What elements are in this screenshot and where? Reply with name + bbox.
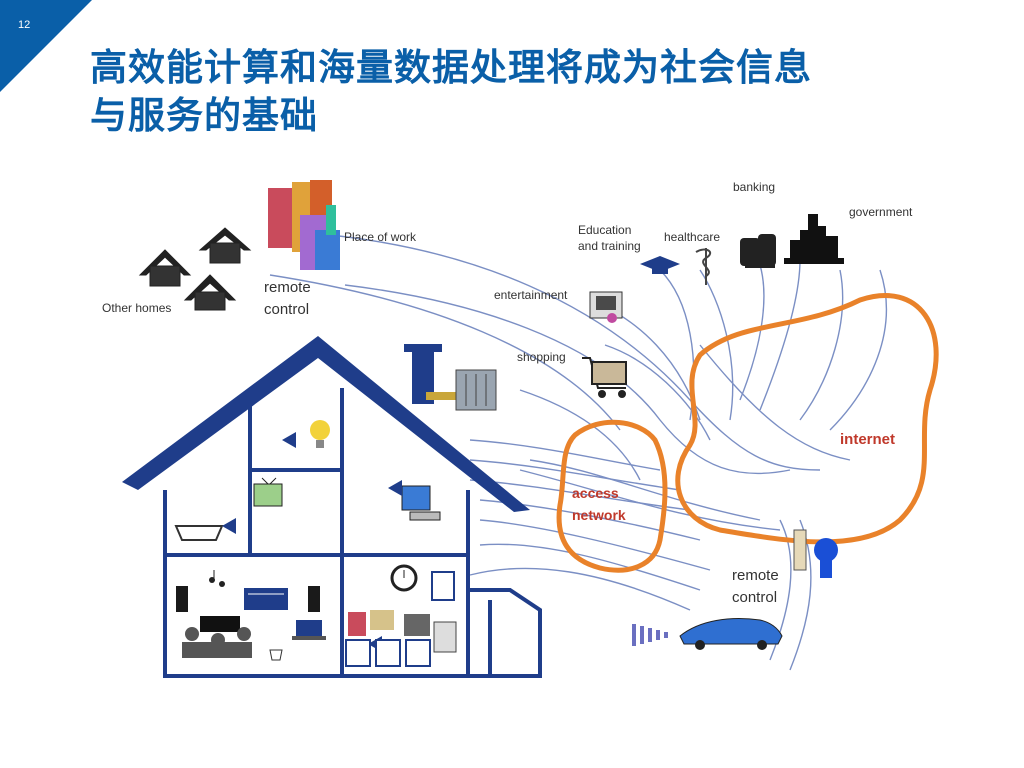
bathtub-icon [174, 525, 224, 541]
other-homes-label: Other homes [102, 301, 171, 315]
family-watching-tv-icon [182, 616, 252, 658]
place-of-work-label: Place of work [344, 230, 417, 244]
music-notes-icon [209, 570, 225, 587]
house [122, 336, 542, 678]
remote-control-top-line2: control [264, 301, 309, 318]
coffee-cup-icon [269, 649, 283, 661]
link-line [469, 439, 661, 471]
link-line [269, 274, 621, 431]
government-skyline-icon [784, 214, 844, 264]
healthcare-label: healthcare [664, 230, 720, 244]
signal-waves-icon [632, 624, 668, 646]
access-network-shape [556, 419, 668, 573]
corner-triangle [0, 0, 92, 92]
bank-icon [740, 234, 776, 268]
link-line [659, 269, 695, 421]
link-line [604, 344, 711, 441]
link-line [469, 567, 691, 611]
link-line [529, 459, 761, 521]
signal-icon [222, 518, 236, 534]
network-label: network [572, 507, 626, 523]
car-icon [679, 618, 783, 650]
connection-lines [269, 234, 888, 671]
entertainment-label: entertainment [494, 288, 568, 302]
stereo-icon [244, 588, 288, 610]
door-lock-icon [426, 369, 497, 411]
remote-control-top-line1: remote [264, 279, 311, 296]
education-label-line1: Education [578, 223, 631, 237]
caduceus-icon [695, 248, 712, 285]
signal-icon [388, 480, 402, 496]
link-line [329, 234, 821, 471]
internet-cloud [675, 293, 939, 545]
window-icon [431, 571, 455, 601]
kitchen-appliance-icon [348, 610, 457, 653]
laptop-icon [292, 620, 326, 640]
link-line [519, 469, 781, 531]
link-line [479, 543, 701, 591]
entertainment-icon [589, 291, 623, 323]
link-line [469, 459, 681, 491]
light-bulb-icon [310, 420, 330, 448]
computer-icon [401, 485, 441, 521]
remote-user-icon [793, 529, 838, 578]
internet-label: internet [840, 431, 895, 448]
title-line-2: 与服务的基础 [90, 94, 318, 137]
speaker-icon [176, 586, 320, 612]
link-line [699, 344, 851, 461]
government-label: government [849, 205, 913, 219]
link-line [519, 389, 641, 481]
clock-icon [390, 564, 418, 592]
signal-icon [282, 432, 296, 448]
education-label-line2: and training [578, 239, 641, 253]
title-line-1: 高效能计算和海量数据处理将成为社会信息 [90, 46, 812, 89]
shopping-label: shopping [517, 350, 566, 364]
page-number: 12 [18, 19, 31, 31]
page-title: 高效能计算和海量数据处理将成为社会信息 与服务的基础 [90, 44, 990, 140]
access-label: access [572, 485, 619, 501]
banking-label: banking [733, 180, 775, 194]
link-line [479, 519, 711, 571]
cabinet-icon [345, 639, 431, 667]
link-line [799, 269, 844, 421]
shopping-cart-icon [582, 357, 627, 398]
remote-control-bottom-line1: remote [732, 567, 779, 584]
other-homes-icon [138, 227, 252, 311]
television-icon [253, 477, 283, 507]
link-line [829, 269, 888, 431]
link-line [344, 284, 791, 475]
office-building-icon [268, 180, 340, 270]
remote-control-bottom-line2: control [732, 589, 777, 606]
graduation-cap-icon [640, 256, 680, 274]
link-line [759, 259, 801, 411]
